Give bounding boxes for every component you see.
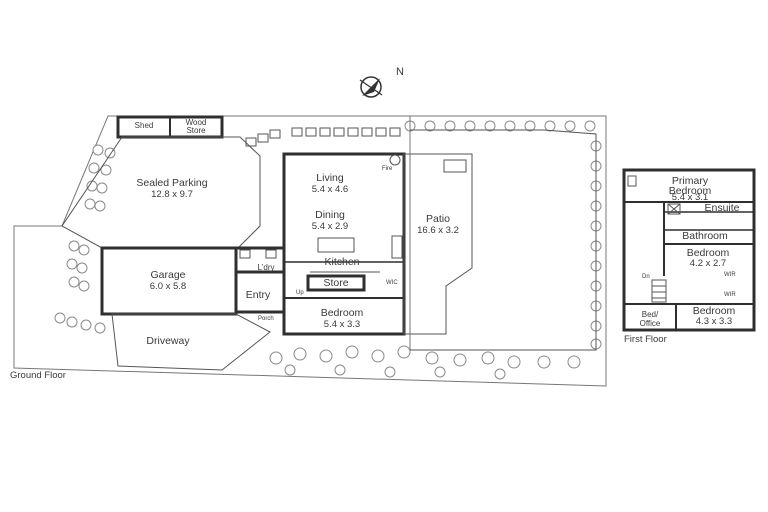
bed-office-label-1: Bed/ [642,310,659,319]
dining-dimensions: 5.4 x 2.9 [312,221,348,232]
landscaping-trees [54,120,602,380]
staircase [651,279,667,303]
down-stairs-label: Dn [642,274,650,280]
ensuite-label: Ensuite [704,202,739,214]
bedroom-dimensions: 5.4 x 3.3 [324,319,360,330]
wood-store-label-2: Store [186,126,206,135]
wir-label-1: WIR [724,272,736,278]
sealed-parking-label: Sealed Parking [136,177,207,189]
dining-label: Dining [315,209,345,221]
driveway-area [111,313,271,371]
bedroom-2-label: Bedroom [687,247,730,259]
kitchen-island [317,237,355,253]
wic-label: WIC [386,280,398,286]
first-floor-caption: First Floor [624,334,667,345]
shed-label: Shed [135,121,154,130]
garage-label: Garage [150,269,185,281]
primary-bedroom-dimensions: 5.4 x 3.1 [672,192,708,203]
sealed-parking-dimensions: 12.8 x 9.7 [151,189,193,200]
shower-icon [667,203,681,215]
driveway-label: Driveway [146,335,190,347]
paver-path [245,127,401,147]
patio-area [403,153,473,335]
kitchen-label: Kitchen [324,256,359,268]
entry-room [234,270,286,314]
living-dimensions: 5.4 x 4.6 [312,184,348,195]
entry-label: Entry [246,289,271,301]
porch-label: Porch [258,316,274,322]
fire-label: Fire [382,166,393,172]
primary-bedroom-label-1: Primary [672,175,709,187]
bbq-icon [443,159,467,173]
sealed-parking-area [61,136,261,249]
bedroom-2-dimensions: 4.2 x 2.7 [690,258,726,269]
store-room [306,274,366,292]
bed-office-label-2: Office [640,319,661,328]
ground-floor-caption: Ground Floor [10,370,66,381]
up-stairs-label: Up [296,290,304,296]
fireplace-icon [389,154,401,166]
bedroom-3-dimensions: 4.3 x 3.3 [696,316,732,327]
ground-floor-plan: Shed Wood Store Sealed Parking 12.8 x 9.… [10,115,607,387]
patio-label: Patio [426,213,450,225]
store-label: Store [323,277,348,289]
living-label: Living [316,172,344,184]
laundry-label: L'dry [257,263,274,272]
bedroom-3-label: Bedroom [693,305,736,317]
first-floor-plan: Primary Bedroom 5.4 x 3.1 Ensuite Bathro… [622,168,756,345]
first-floor-walls [622,168,756,332]
garage-dimensions: 6.0 x 5.8 [150,281,186,292]
primary-bedroom-label-2: Bedroom [669,185,712,197]
bathroom-label: Bathroom [682,230,728,242]
wir-label-2: WIR [724,292,736,298]
patio-dimensions: 16.6 x 3.2 [417,225,459,236]
compass: N [359,66,404,98]
bedroom-label: Bedroom [321,307,364,319]
wood-store-label-1: Wood [186,118,207,127]
compass-letter: N [396,66,404,78]
